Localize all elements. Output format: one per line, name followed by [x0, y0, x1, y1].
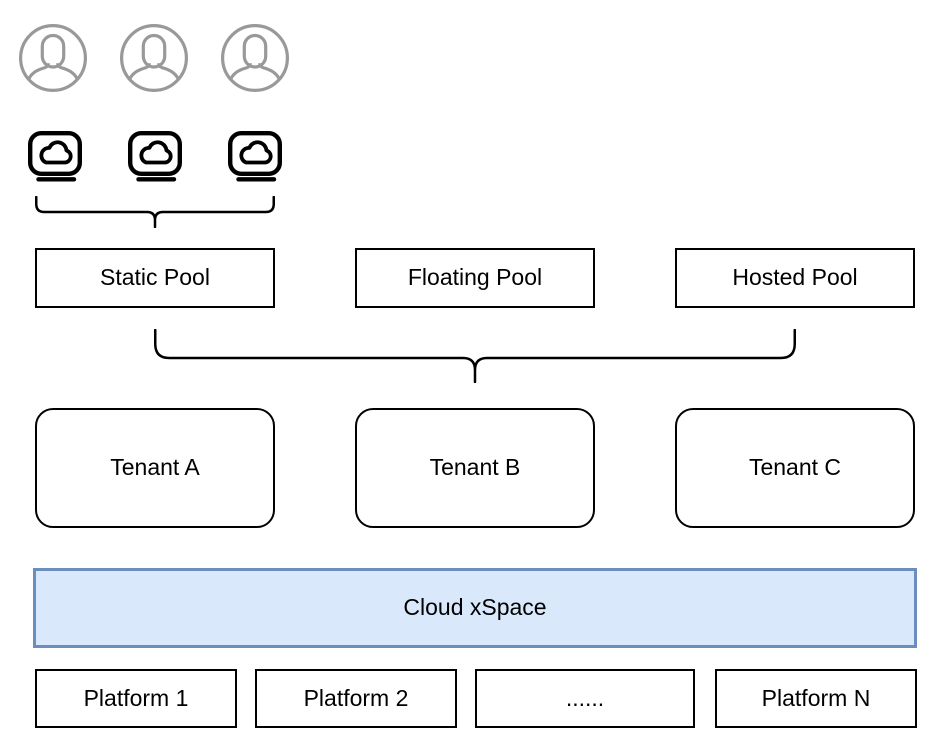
platform-1-box: Platform 1	[35, 669, 237, 728]
platform-n-box: Platform N	[715, 669, 917, 728]
floating-pool-label: Floating Pool	[407, 264, 543, 291]
cloud-xspace-label: Cloud xSpace	[403, 594, 547, 621]
brace-pools-to-tenants	[154, 329, 796, 383]
brace-users-to-static-pool	[35, 196, 275, 228]
user-avatar-icon	[119, 23, 189, 93]
platform-ellipsis-box: ......	[475, 669, 695, 728]
static-pool-box: Static Pool	[35, 248, 275, 308]
static-pool-label: Static Pool	[100, 264, 210, 291]
tenant-b-label: Tenant B	[429, 454, 521, 481]
cloud-pc-icon	[28, 130, 82, 182]
user-avatar-icon	[220, 23, 290, 93]
tenant-c-box: Tenant C	[675, 408, 915, 528]
cloud-pc-icon	[128, 130, 182, 182]
platform-ellipsis-label: ......	[565, 684, 605, 711]
platform-2-box: Platform 2	[255, 669, 457, 728]
platform-2-label: Platform 2	[303, 684, 409, 711]
tenant-c-label: Tenant C	[748, 454, 842, 481]
floating-pool-box: Floating Pool	[355, 248, 595, 308]
platform-n-label: Platform N	[761, 684, 871, 711]
tenant-b-box: Tenant B	[355, 408, 595, 528]
cloud-pc-icon	[228, 130, 282, 182]
tenant-a-box: Tenant A	[35, 408, 275, 528]
tenant-a-label: Tenant A	[110, 454, 200, 481]
cloud-xspace-box: Cloud xSpace	[33, 568, 917, 648]
hosted-pool-box: Hosted Pool	[675, 248, 915, 308]
hosted-pool-label: Hosted Pool	[732, 264, 858, 291]
platform-1-label: Platform 1	[83, 684, 189, 711]
user-avatar-icon	[18, 23, 88, 93]
